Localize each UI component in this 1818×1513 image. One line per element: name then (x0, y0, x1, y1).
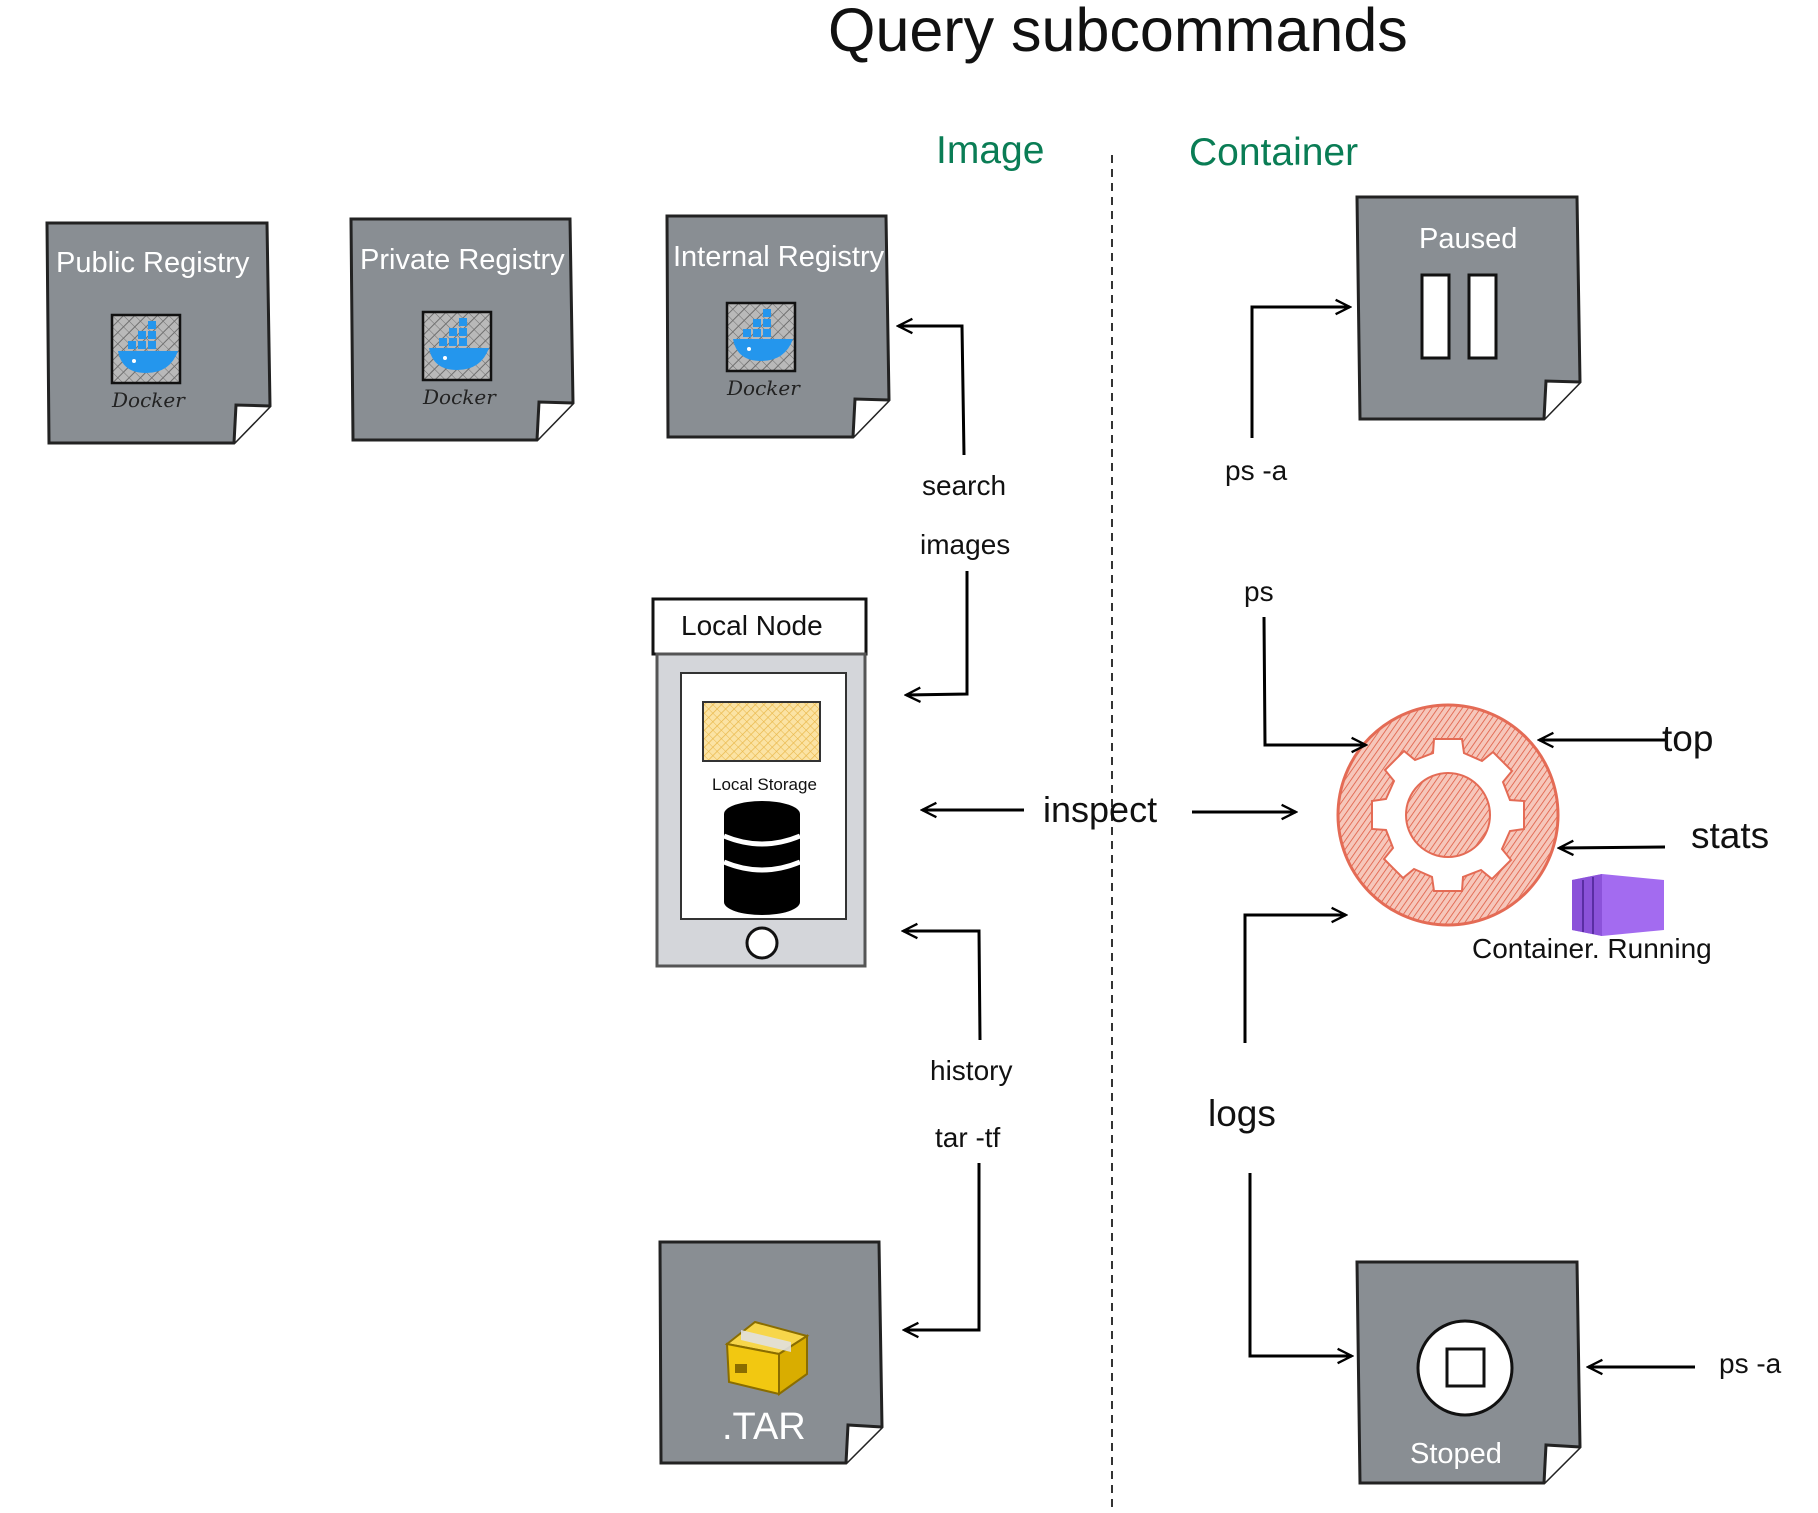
local-storage-label: Local Storage (712, 775, 817, 794)
arrow-images (906, 571, 969, 695)
registry-internal-label: Internal Registry (673, 241, 885, 273)
section-container-heading: Container (1189, 131, 1359, 174)
arrow-stats (1559, 847, 1666, 848)
arrow-logs-up (1243, 915, 1346, 1043)
cmd-history: history (930, 1055, 1013, 1086)
arrow-search (898, 326, 966, 456)
cmd-tar-tf: tar -tf (935, 1122, 1001, 1153)
cmd-ps-a-bottom: ps -a (1719, 1348, 1782, 1379)
tar-label: .TAR (722, 1406, 806, 1448)
paused-card (1355, 195, 1582, 421)
cmd-logs: logs (1208, 1093, 1276, 1134)
arrow-history (903, 931, 982, 1041)
home-button-icon (745, 926, 779, 960)
state-running-label: Container. Running (1472, 933, 1712, 964)
cmd-ps: ps (1244, 576, 1274, 607)
cmd-images: images (920, 529, 1011, 560)
cmd-ps-a-top: ps -a (1225, 455, 1288, 486)
docker-logo-icon (110, 313, 182, 385)
arrow-logs-down (1248, 1173, 1352, 1356)
docker-logo-text: Docker (727, 376, 800, 400)
docker-logo-icon (421, 310, 493, 382)
section-image-heading: Image (936, 129, 1045, 172)
registry-public-label: Public Registry (56, 247, 250, 279)
database-icon (723, 801, 801, 915)
local-node-title: Local Node (681, 610, 823, 641)
cmd-search: search (922, 470, 1007, 501)
arrow-tar (904, 1163, 981, 1330)
arrow-ps-a-top (1250, 307, 1350, 438)
stop-icon (1416, 1319, 1514, 1417)
cmd-inspect: inspect (1043, 789, 1158, 830)
pause-icon (1420, 273, 1498, 360)
arrow-ps (1262, 616, 1366, 745)
state-paused-label: Paused (1419, 223, 1518, 255)
docker-logo-text: Docker (112, 388, 185, 412)
state-stopped-label: Stoped (1410, 1438, 1502, 1470)
cmd-top: top (1662, 718, 1714, 759)
cmd-stats: stats (1691, 815, 1770, 856)
docker-logo-text: Docker (423, 385, 496, 409)
arrows (898, 307, 1695, 1367)
stopped-card (1355, 1260, 1582, 1485)
docker-logo-icon (725, 301, 797, 373)
gear-icon (1336, 703, 1560, 927)
package-box-icon (724, 1320, 810, 1396)
container-icon (1572, 874, 1664, 936)
diagram-title: Query subcommands (828, 0, 1408, 64)
storage-panel-icon (702, 701, 821, 762)
registry-private-label: Private Registry (360, 244, 565, 276)
